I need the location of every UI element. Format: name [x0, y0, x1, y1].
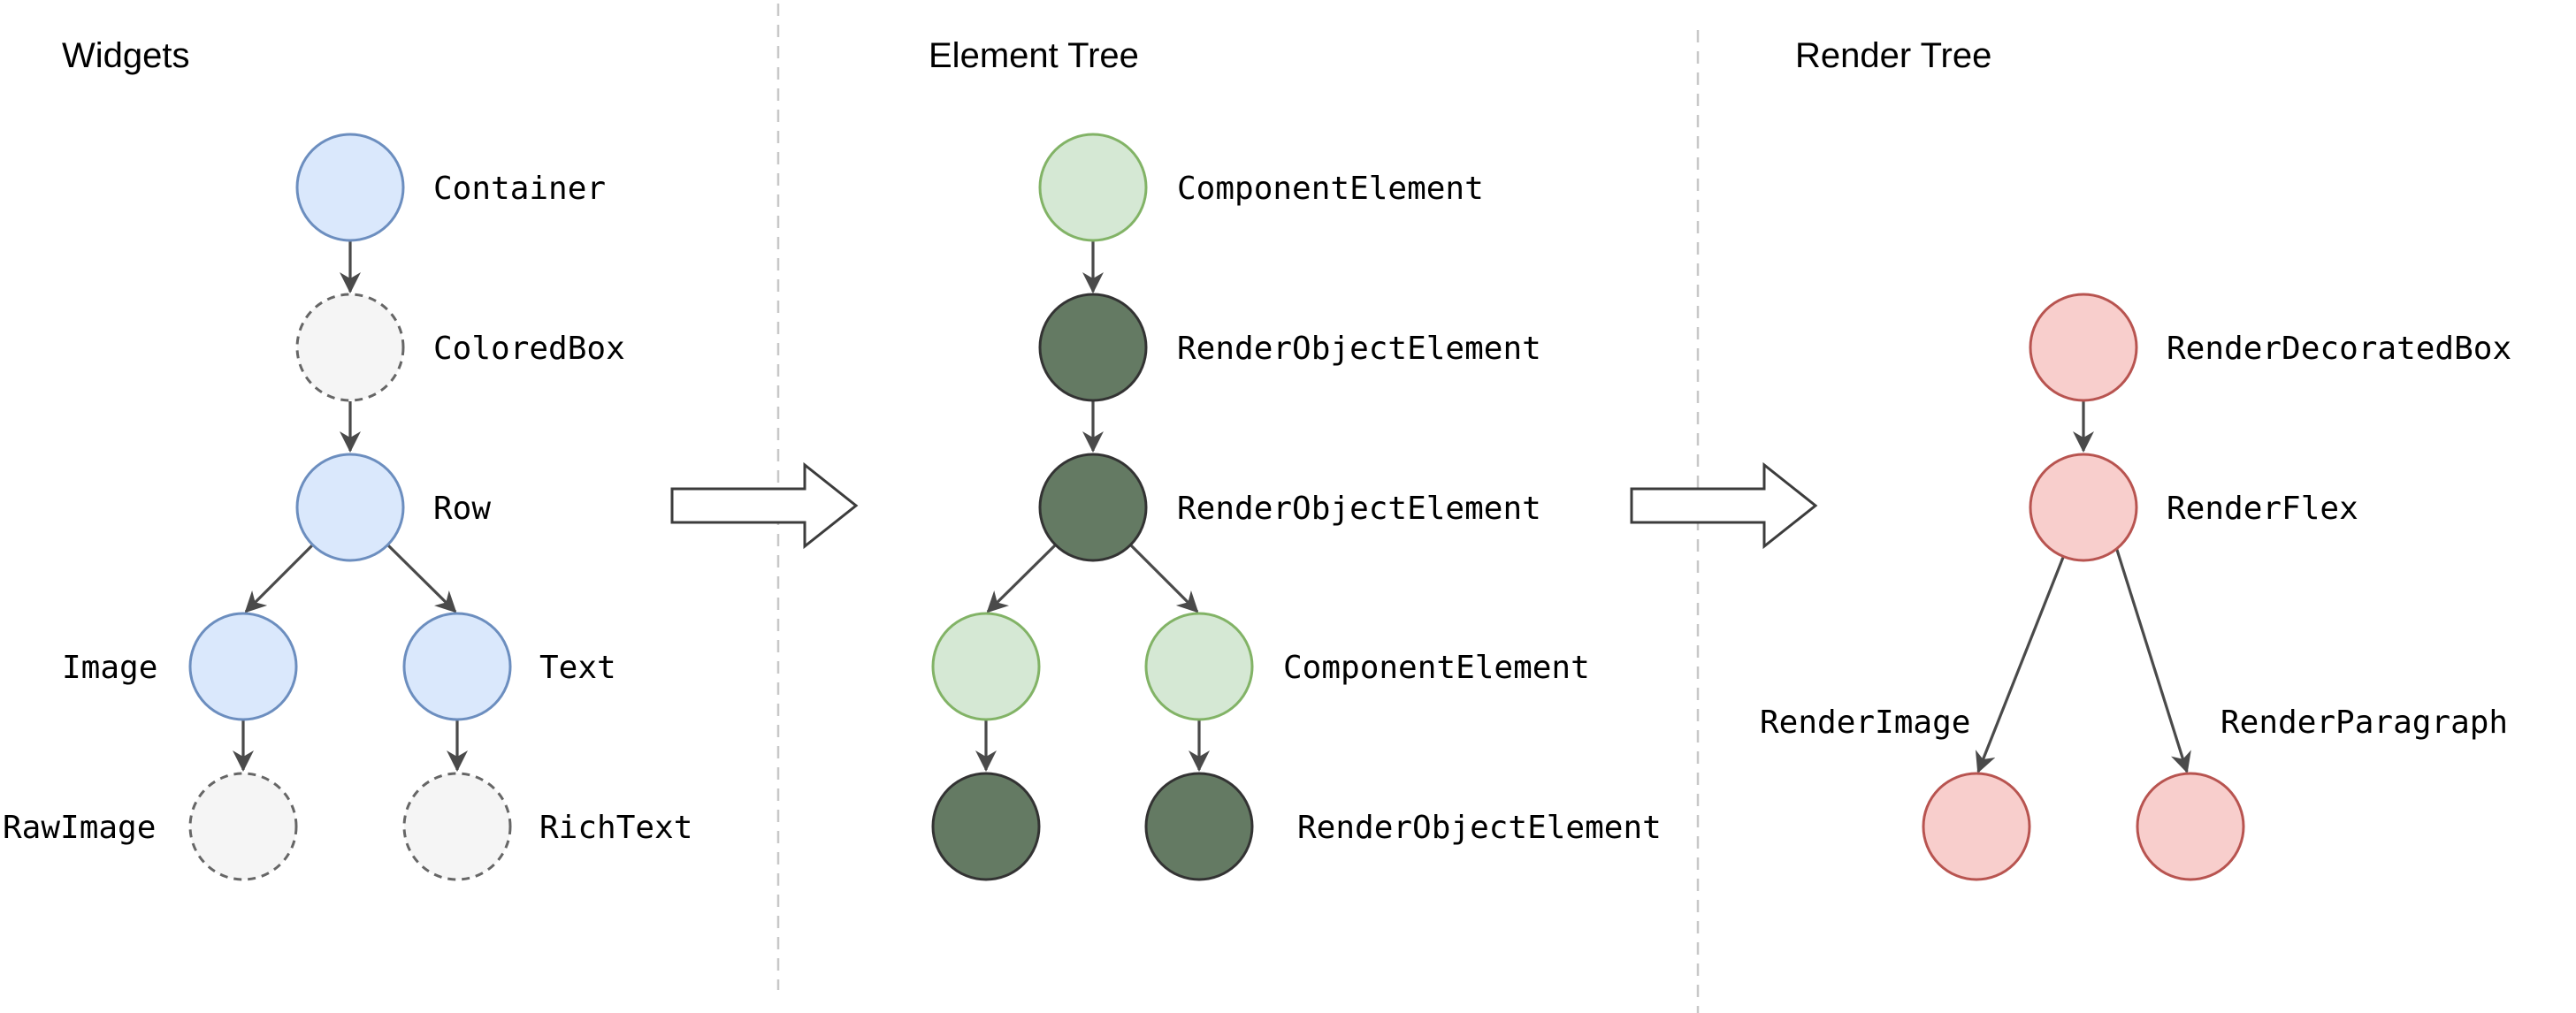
- raw-image-label: RawImage: [3, 810, 156, 846]
- component-element-node: [1038, 133, 1148, 242]
- render-object-element-label: RenderObjectElement: [1297, 810, 1662, 846]
- render-object-element-label: RenderObjectElement: [1177, 331, 1541, 367]
- widgets-column-title: Widgets: [62, 36, 190, 75]
- render-paragraph-node: [2136, 772, 2245, 881]
- widgets-tree: Container ColoredBox Row Image Text RawI…: [3, 133, 692, 881]
- render-object-element-node: [1144, 772, 1254, 881]
- render-tree: RenderDecoratedBox RenderFlex RenderImag…: [1760, 293, 2511, 881]
- raw-image-node: [188, 772, 298, 881]
- render-flex-node: [2029, 453, 2138, 562]
- edge: [1128, 543, 1199, 613]
- component-element-node: [1144, 612, 1254, 721]
- component-element-node: [931, 612, 1041, 721]
- element-tree: ComponentElement RenderObjectElement Ren…: [931, 133, 1662, 881]
- container-node: [295, 133, 405, 242]
- component-element-label: ComponentElement: [1283, 650, 1590, 686]
- render-decorated-box-node: [2029, 293, 2138, 402]
- render-tree-column-title: Render Tree: [1795, 36, 1991, 75]
- component-element-label: ComponentElement: [1177, 171, 1484, 207]
- text-node: [402, 612, 512, 721]
- element-tree-column-title: Element Tree: [929, 36, 1139, 75]
- edge: [2114, 546, 2191, 773]
- render-decorated-box-label: RenderDecoratedBox: [2167, 331, 2511, 367]
- colored-box-node: [295, 293, 405, 402]
- rich-text-node: [402, 772, 512, 881]
- container-label: Container: [433, 171, 606, 207]
- edge: [386, 543, 457, 613]
- colored-box-label: ColoredBox: [433, 331, 625, 367]
- row-label: Row: [433, 491, 491, 527]
- transform-arrow-icon: [1630, 461, 1818, 550]
- edge: [1975, 554, 2066, 773]
- render-flex-label: RenderFlex: [2167, 491, 2358, 527]
- text-label: Text: [539, 650, 616, 686]
- render-image-label: RenderImage: [1760, 705, 1970, 741]
- render-object-element-label: RenderObjectElement: [1177, 491, 1541, 527]
- edge: [244, 543, 315, 613]
- render-object-element-node: [1038, 293, 1148, 402]
- render-paragraph-label: RenderParagraph: [2221, 705, 2508, 741]
- render-object-element-node: [1038, 453, 1148, 562]
- image-label: Image: [62, 650, 157, 686]
- render-object-element-node: [931, 772, 1041, 881]
- rich-text-label: RichText: [539, 810, 692, 846]
- edge: [986, 543, 1058, 613]
- transform-arrow-icon: [670, 461, 859, 550]
- image-node: [188, 612, 298, 721]
- render-image-node: [1922, 772, 2031, 881]
- row-node: [295, 453, 405, 562]
